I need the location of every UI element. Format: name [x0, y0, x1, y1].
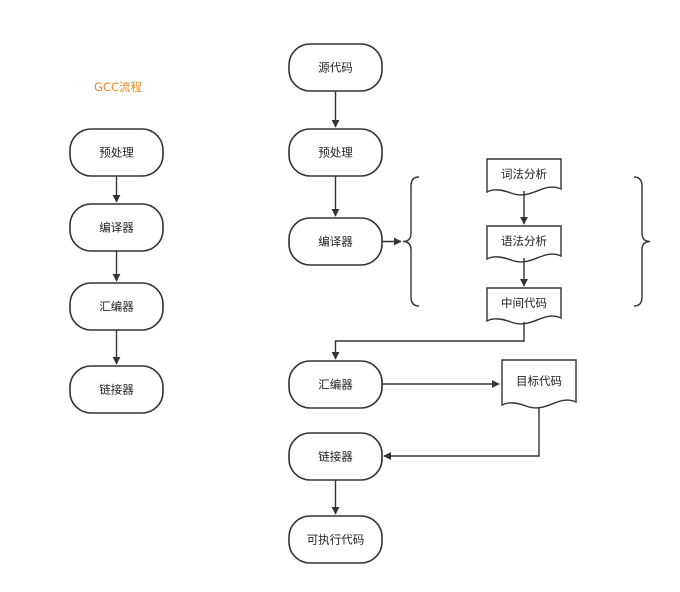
node-compile: 编译器	[288, 217, 383, 266]
gcc-node-assemble: 汇编器	[69, 282, 164, 331]
doc-intermediate-code: 中间代码	[486, 287, 562, 325]
node-assemble-label: 汇编器	[318, 378, 353, 392]
doc-intermediate-code-label: 中间代码	[501, 296, 547, 310]
node-compile-label: 编译器	[318, 235, 353, 249]
edge-object-link	[383, 407, 540, 460]
doc-object-code: 目标代码	[501, 359, 577, 409]
doc-object-code-label: 目标代码	[516, 374, 562, 388]
right-brace	[633, 176, 651, 307]
gcc-flow-title: GCC流程	[94, 80, 142, 94]
gcc-node-link: 链接器	[69, 365, 164, 414]
node-source-code-label: 源代码	[318, 61, 353, 75]
node-link: 链接器	[288, 432, 383, 481]
gcc-node-preprocess-label: 预处理	[99, 146, 134, 160]
node-assemble: 汇编器	[288, 360, 383, 409]
gcc-node-preprocess: 预处理	[69, 128, 164, 177]
doc-lexical-analysis: 词法分析	[486, 158, 562, 196]
gcc-node-compile: 编译器	[69, 203, 164, 252]
gcc-node-link-label: 链接器	[99, 383, 134, 397]
gcc-node-compile-label: 编译器	[99, 221, 134, 235]
node-executable-label: 可执行代码	[307, 533, 365, 547]
node-executable: 可执行代码	[288, 515, 383, 564]
doc-syntax-analysis: 语法分析	[486, 225, 562, 263]
node-source-code: 源代码	[288, 43, 383, 92]
doc-syntax-analysis-label: 语法分析	[501, 234, 547, 248]
gcc-node-assemble-label: 汇编器	[99, 300, 134, 314]
doc-lexical-analysis-label: 词法分析	[501, 167, 547, 181]
node-link-label: 链接器	[318, 450, 353, 464]
node-preprocess-label: 预处理	[318, 146, 353, 160]
left-brace	[402, 176, 420, 307]
node-preprocess: 预处理	[288, 128, 383, 177]
edge-intermediate-assemble	[331, 322, 525, 360]
